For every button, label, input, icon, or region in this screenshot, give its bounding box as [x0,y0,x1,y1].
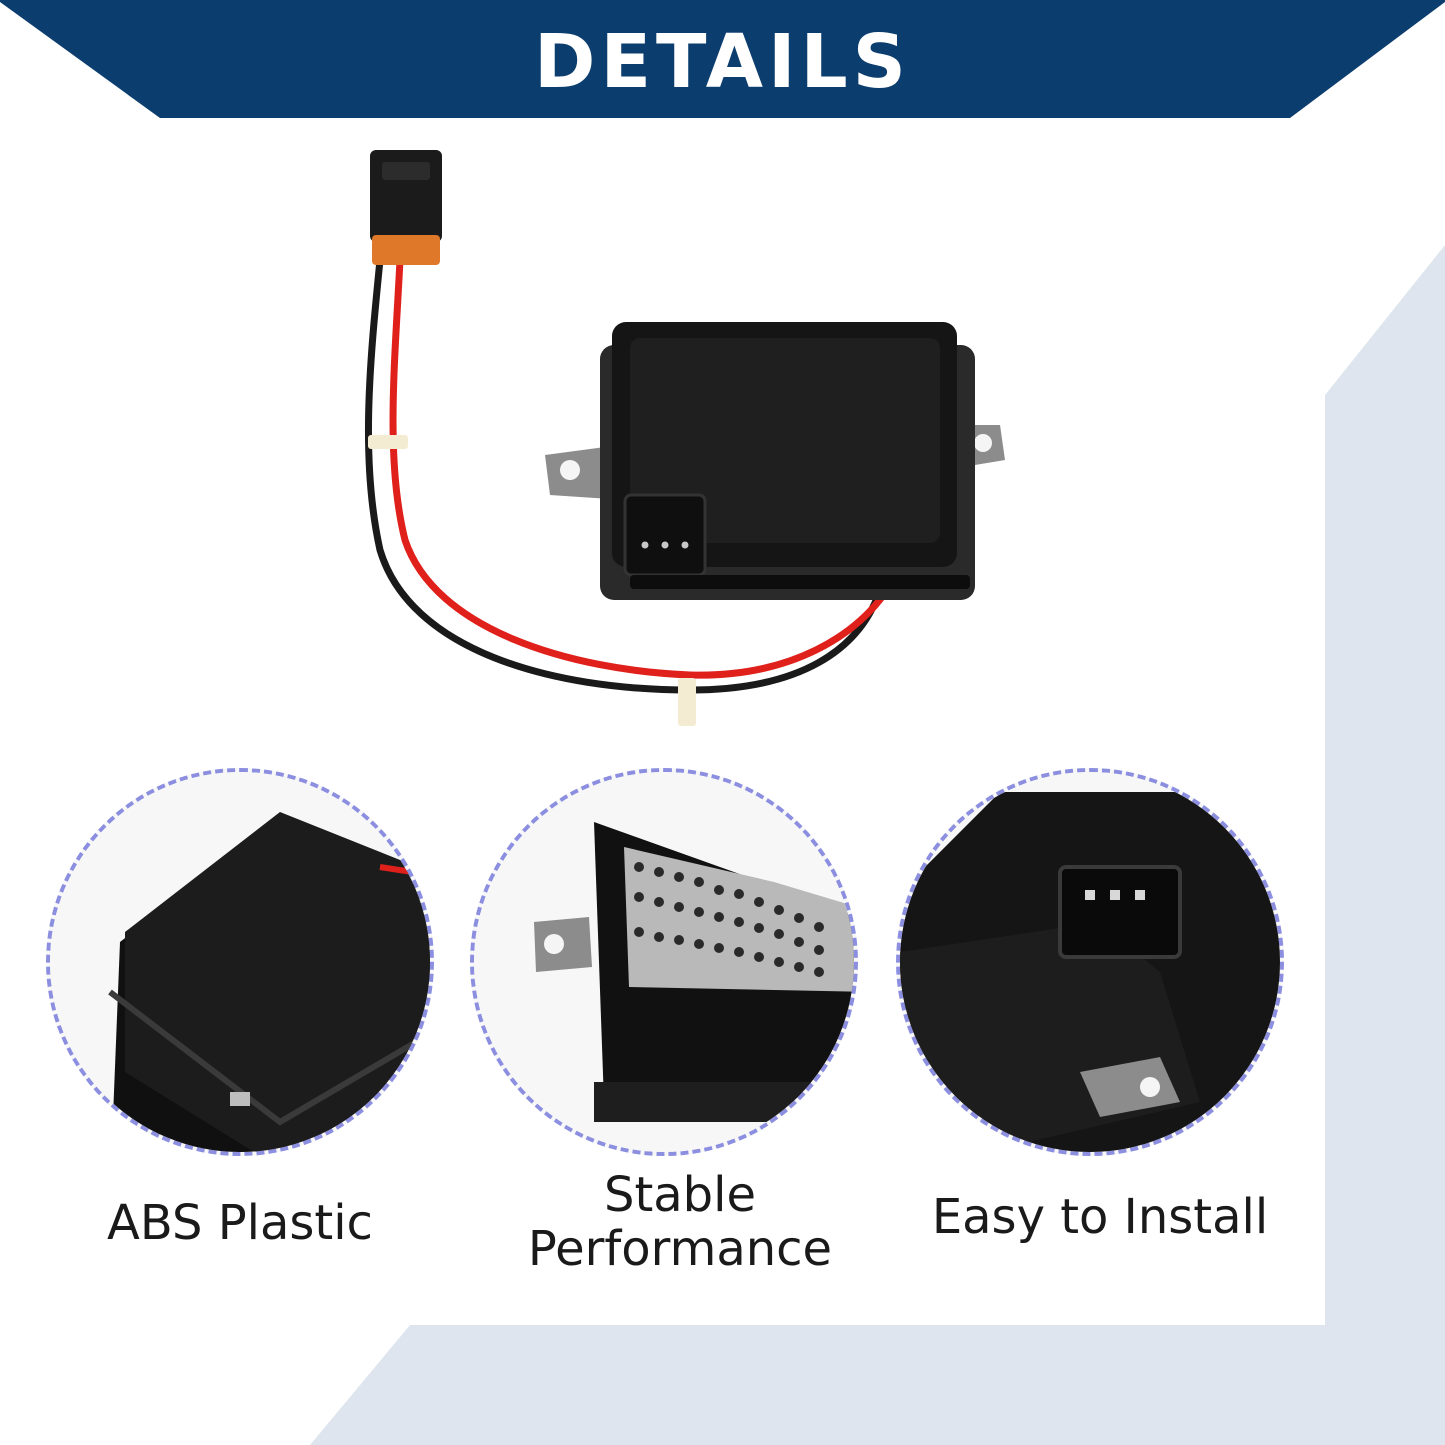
socket-closeup [900,772,1280,1152]
product-photo [364,150,1005,726]
detail-circle-stable-performance [470,768,858,1156]
black-wire [364,259,884,694]
resistor-socket [623,493,707,577]
caption-line-2: Performance [527,1221,833,1277]
socket-frame [1058,865,1182,959]
heatsink-closeup [474,772,854,1152]
zip-tie-top [368,435,408,449]
caption-line-1: Stable [603,1167,757,1223]
caption-easy-to-install: Easy to Install [931,1189,1269,1245]
right-side-panel [1325,245,1445,1445]
caption-abs-plastic: ABS Plastic [107,1195,373,1251]
zip-tie-bottom [678,678,696,726]
abs-housing-closeup [50,772,430,1152]
detail-circle-abs-plastic [46,768,434,1156]
banner-shape [0,0,1445,118]
detail-circle-easy-to-install [896,768,1284,1156]
banner-title: DETAILS [534,19,911,105]
caption-stable-performance: Stable Performance [470,1168,890,1276]
bottom-panel [310,1325,1445,1445]
connector-latch [372,235,440,265]
red-wire [389,259,894,679]
